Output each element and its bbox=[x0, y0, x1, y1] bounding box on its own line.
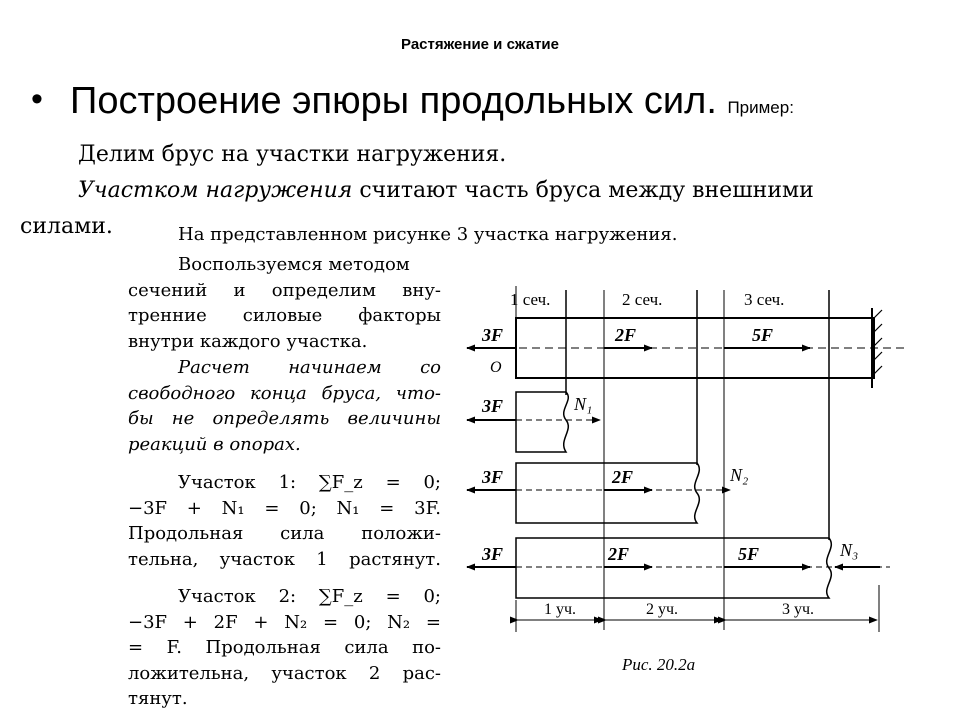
segment-label-3: 3 уч. bbox=[782, 601, 814, 618]
force-5f-label: 5F bbox=[738, 544, 759, 564]
n3-label: N₃ bbox=[839, 540, 858, 560]
force-2f-label: 2F bbox=[614, 325, 636, 345]
text-line: внутри каждого участка. bbox=[128, 330, 368, 352]
text-line: Расчет начинаем со bbox=[178, 357, 441, 378]
figure-caption: Рис. 20.2а bbox=[621, 655, 695, 674]
slide-title: Растяжение и сжатие bbox=[401, 36, 559, 53]
force-2f-label: 2F bbox=[611, 467, 633, 487]
bullet-heading: Построение эпюры продольных сил. Пример: bbox=[70, 80, 794, 123]
cut-piece-3 bbox=[515, 537, 832, 599]
cut-label-2: 2 сеч. bbox=[622, 290, 662, 309]
heading-text: Построение эпюры продольных сил. bbox=[70, 80, 717, 122]
force-5f-label: 5F bbox=[752, 325, 773, 345]
segment-label-2: 2 уч. bbox=[646, 601, 678, 618]
force-3f-label: 3F bbox=[481, 396, 503, 416]
text-line: Участок 1: ∑F_z = 0; bbox=[178, 472, 441, 493]
bullet-dot: • bbox=[31, 80, 43, 118]
method-paragraph: Воспользуемся методом сечений и определи… bbox=[128, 252, 441, 354]
segment-label-1: 1 уч. bbox=[544, 601, 576, 618]
intro-line-3: силами. bbox=[20, 214, 113, 239]
intro-line-4: На представленном рисунке 3 участка нагр… bbox=[178, 224, 678, 245]
cut-piece-2 bbox=[515, 462, 700, 524]
text-line: Участок 2: ∑F_z = 0; bbox=[178, 586, 441, 607]
text-line: реакций в опорах. bbox=[128, 433, 301, 455]
intro-term: Участком нагружения bbox=[78, 178, 353, 203]
text-line: Воспользуемся методом bbox=[178, 254, 410, 275]
n2-label: N₂ bbox=[729, 465, 748, 485]
cut-label-1: 1 сеч. bbox=[510, 290, 550, 309]
wall-hatching bbox=[871, 309, 883, 377]
text-line: тренние силовые факторы bbox=[128, 305, 441, 326]
italic-paragraph: Расчет начинаем со свободного конца брус… bbox=[128, 355, 441, 457]
intro-line-2: Участком нагружения считают часть бруса … bbox=[78, 178, 814, 203]
section-1-paragraph: Участок 1: ∑F_z = 0; −3F + N₁ = 0; N₁ = … bbox=[128, 470, 441, 572]
force-2f-label: 2F bbox=[607, 544, 629, 564]
cut-piece-1 bbox=[515, 391, 569, 453]
heading-suffix: Пример: bbox=[727, 98, 794, 117]
intro-line-1: Делим брус на участки нагружения. bbox=[78, 142, 507, 167]
text-line: тянут. bbox=[128, 688, 188, 709]
text-line: бы не определять величины bbox=[128, 408, 441, 429]
force-3f-label: 3F bbox=[481, 467, 503, 487]
text-line: свободного конца бруса, что- bbox=[128, 382, 441, 404]
force-3f-label: 3F bbox=[481, 544, 503, 564]
text-line: = F. Продольная сила по- bbox=[128, 637, 441, 658]
force-3f-label: 3F bbox=[481, 325, 503, 345]
text-line: тельна, участок 1 растянут. bbox=[128, 548, 441, 570]
origin-label: O bbox=[490, 359, 502, 376]
intro-definition: считают часть бруса между внешними bbox=[352, 178, 814, 203]
text-line: −3F + N₁ = 0; N₁ = 3F. bbox=[128, 497, 441, 519]
text-line: −3F + 2F + N₂ = 0; N₂ = bbox=[128, 611, 441, 633]
text-line: Продольная сила положи- bbox=[128, 523, 441, 544]
text-line: сечений и определим вну- bbox=[128, 279, 441, 301]
n1-label: N₁ bbox=[573, 394, 592, 414]
text-line: ложительна, участок 2 рас- bbox=[128, 662, 441, 684]
cut-label-3: 3 сеч. bbox=[744, 290, 784, 309]
section-2-paragraph: Участок 2: ∑F_z = 0; −3F + 2F + N₂ = 0; … bbox=[128, 584, 441, 712]
